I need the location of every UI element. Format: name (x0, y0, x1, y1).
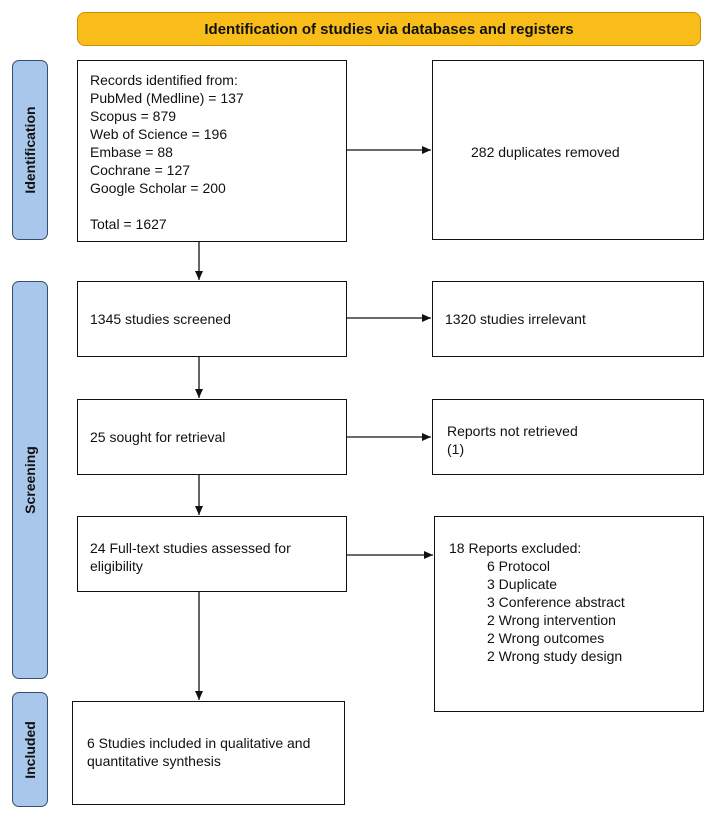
sought-text: 25 sought for retrieval (90, 429, 226, 445)
excluded-item-protocol: 6 Protocol (487, 558, 551, 574)
not-retrieved-line2: (1) (447, 441, 465, 457)
duplicates-removed-box: 282 duplicates removed (432, 60, 704, 240)
excluded-heading: 18 Reports excluded: (449, 540, 582, 556)
sought-retrieval-box: 25 sought for retrieval (77, 399, 347, 475)
excluded-item-wrong-outcomes: 2 Wrong outcomes (487, 630, 605, 646)
phase-included: Included (12, 692, 48, 807)
studies-included-box: 6 Studies included in qualitative and qu… (72, 701, 345, 805)
source-google-scholar: Google Scholar = 200 (90, 180, 226, 196)
included-text: 6 Studies included in qualitative and qu… (87, 735, 311, 769)
source-embase: Embase = 88 (90, 144, 173, 160)
records-identified-box: Records identified from: PubMed (Medline… (77, 60, 347, 242)
studies-screened-box: 1345 studies screened (77, 281, 347, 357)
studies-irrelevant-box: 1320 studies irrelevant (432, 281, 704, 357)
irrelevant-text: 1320 studies irrelevant (445, 311, 586, 327)
not-retrieved-box: Reports not retrieved (1) (432, 399, 704, 475)
fulltext-assessed-box: 24 Full-text studies assessed for eligib… (77, 516, 347, 592)
excluded-item-conference-abstract: 3 Conference abstract (487, 594, 625, 610)
excluded-item-duplicate: 3 Duplicate (487, 576, 558, 592)
not-retrieved-line1: Reports not retrieved (447, 423, 578, 439)
source-scopus: Scopus = 879 (90, 108, 177, 124)
excluded-item-wrong-study-design: 2 Wrong study design (487, 648, 623, 664)
records-total: Total = 1627 (90, 216, 167, 232)
screened-text: 1345 studies screened (90, 311, 231, 327)
duplicates-text: 282 duplicates removed (471, 144, 620, 160)
header-title: Identification of studies via databases … (204, 20, 574, 38)
phase-screening: Screening (12, 281, 48, 679)
source-web-of-science: Web of Science = 196 (90, 126, 228, 142)
source-cochrane: Cochrane = 127 (90, 162, 191, 178)
excluded-item-wrong-intervention: 2 Wrong intervention (487, 612, 616, 628)
assessed-text: 24 Full-text studies assessed for eligib… (90, 540, 291, 574)
identification-header: Identification of studies via databases … (77, 12, 701, 46)
records-heading: Records identified from: (90, 72, 238, 88)
phase-identification: Identification (12, 60, 48, 240)
reports-excluded-box: 18 Reports excluded: 6 Protocol 3 Duplic… (434, 516, 704, 712)
source-pubmed: PubMed (Medline) = 137 (90, 90, 244, 106)
